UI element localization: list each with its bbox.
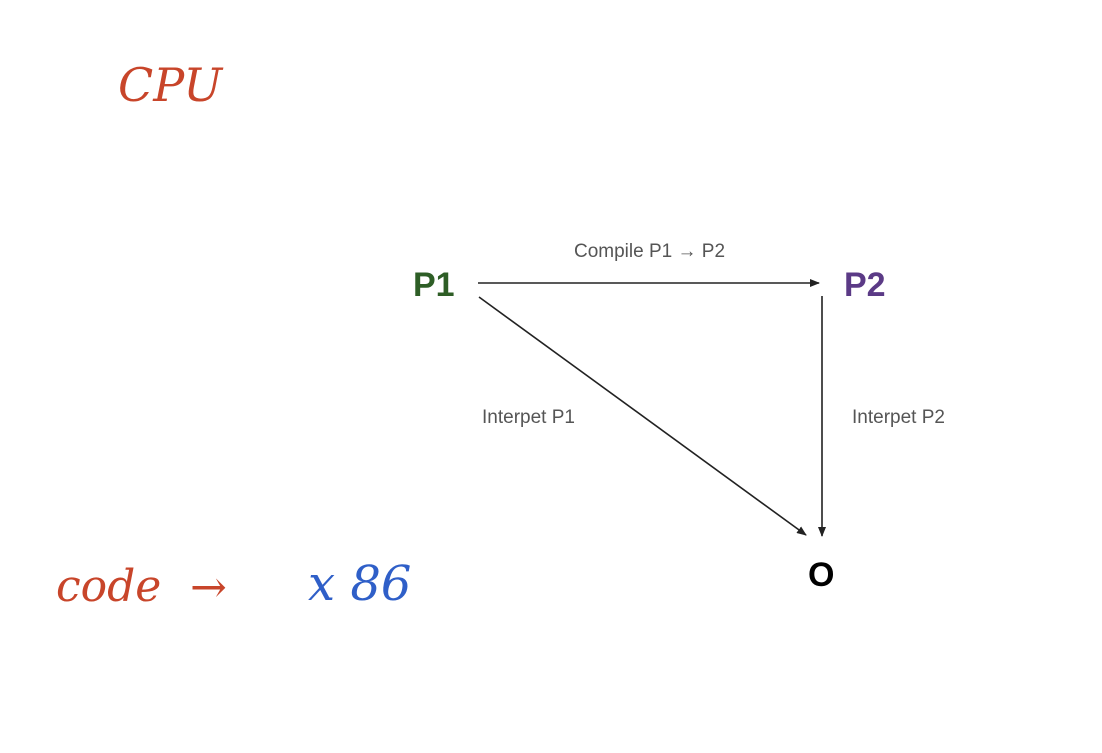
handwritten-x86: x 86 [308,556,412,612]
handwritten-cpu: CPU [118,58,223,112]
node-output: O [808,556,835,594]
edge-label-compile: Compile P1 → P2 [574,241,726,262]
edge-interpret-p1 [478,296,807,536]
handwritten-code: code [56,561,162,612]
node-p1: P1 [413,266,455,304]
edge-label-interpret-p2: Interpet P2 [852,407,945,428]
node-p2: P2 [844,266,886,304]
handwritten-arrow: → [190,562,227,613]
edge-label-interpret-p1: Interpet P1 [482,407,575,428]
